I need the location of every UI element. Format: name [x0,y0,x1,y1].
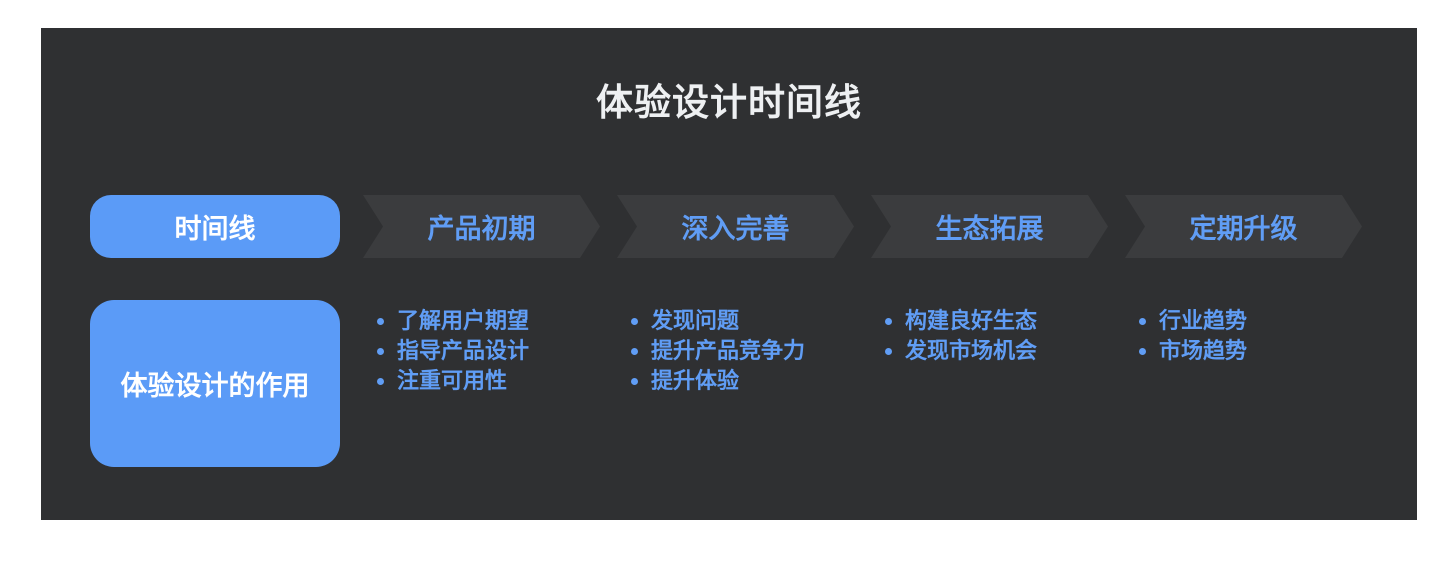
list-item: 发现市场机会 [883,336,1123,366]
list-item: 提升产品竞争力 [629,336,869,366]
list-item: 提升体验 [629,366,869,396]
stage-chevron-regular-upgrade: 定期升级 [1125,195,1362,258]
timeline-panel: 体验设计时间线 时间线 产品初期 深入完善 生态拓展 定期升级 体验设计的作用 … [41,28,1417,520]
timeline-pill: 时间线 [90,195,340,258]
list-item: 指导产品设计 [375,336,615,366]
stage-chevron-ecosystem-expand: 生态拓展 [871,195,1108,258]
list-item: 发现问题 [629,306,869,336]
stage-chevron-product-initial: 产品初期 [363,195,600,258]
stage-list-ecosystem-expand: 构建良好生态 发现市场机会 [883,306,1123,366]
stage-chevron-deep-improve: 深入完善 [617,195,854,258]
stage-list-product-initial: 了解用户期望 指导产品设计 注重可用性 [375,306,615,396]
stage-list-deep-improve: 发现问题 提升产品竞争力 提升体验 [629,306,869,396]
list-item: 构建良好生态 [883,306,1123,336]
list-item: 行业趋势 [1137,306,1377,336]
panel-title: 体验设计时间线 [596,82,862,123]
list-item: 了解用户期望 [375,306,615,336]
list-item: 注重可用性 [375,366,615,396]
list-item: 市场趋势 [1137,336,1377,366]
stage-list-regular-upgrade: 行业趋势 市场趋势 [1137,306,1377,366]
role-box: 体验设计的作用 [90,300,340,467]
